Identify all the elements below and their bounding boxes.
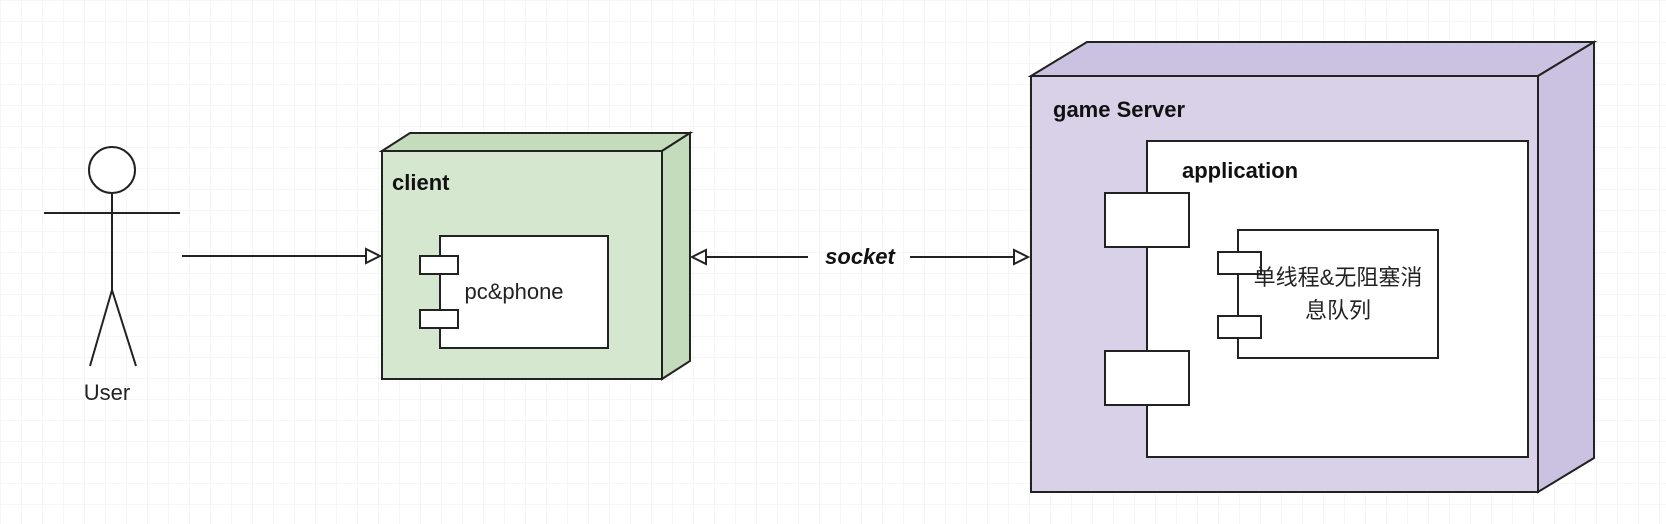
component-port-bottom [419, 309, 459, 329]
game-server-title: game Server [1053, 97, 1186, 122]
server-node-side [1537, 40, 1595, 494]
application-port-top [1104, 192, 1190, 248]
socket-label: socket [825, 244, 896, 269]
actor-leg-left [89, 289, 113, 367]
actor-leg-right [111, 289, 137, 367]
actor-head [88, 146, 136, 194]
arrow-user-to-client[interactable] [182, 247, 383, 265]
client-title: client [392, 170, 450, 195]
actor-label: User [84, 380, 130, 405]
arrow-head-right [1013, 248, 1031, 266]
server-node-top [1027, 41, 1598, 77]
queue-port-top [1217, 251, 1262, 275]
pc-phone-component[interactable] [419, 235, 609, 349]
queue-body [1237, 229, 1439, 359]
queue-label-line1: 单线程&无阻塞消 [1254, 265, 1423, 290]
application-title: application [1182, 158, 1298, 183]
socket-connector[interactable] [689, 248, 1031, 266]
application-port-bottom [1104, 350, 1190, 406]
user-actor[interactable] [44, 146, 180, 367]
arrow-head [365, 247, 383, 265]
client-node-top [378, 132, 694, 152]
pc-phone-label: pc&phone [464, 279, 563, 304]
client-node-side [661, 131, 691, 381]
component-port-top [419, 255, 459, 275]
queue-label-line2: 息队列 [1305, 298, 1371, 323]
message-queue-component[interactable] [1217, 229, 1439, 359]
queue-port-bottom [1217, 315, 1262, 339]
component-body [439, 235, 609, 349]
